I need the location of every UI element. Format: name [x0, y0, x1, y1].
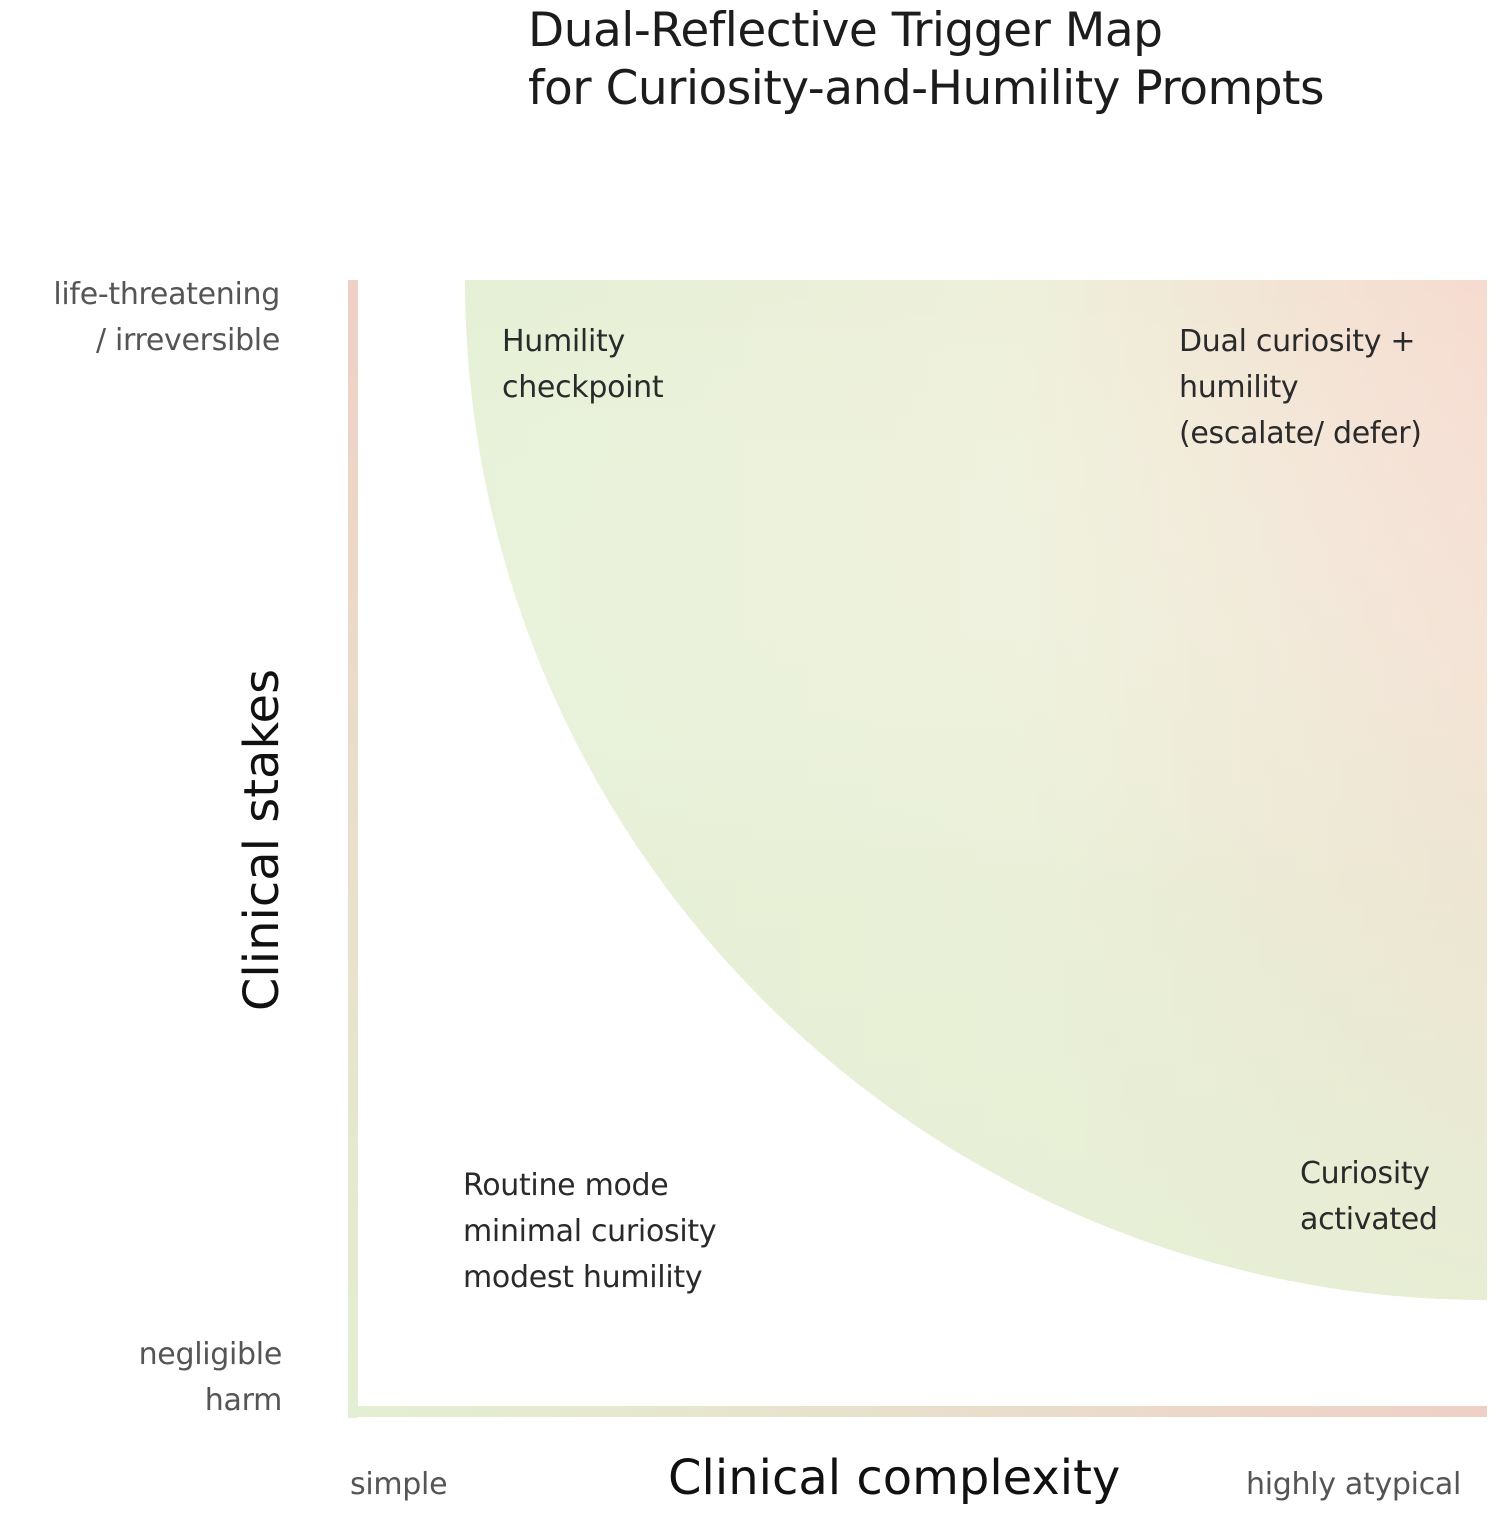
quadrant-text: humility — [1179, 370, 1299, 405]
diagram-title: Dual-Reflective Trigger Map for Curiosit… — [528, 2, 1324, 118]
quadrant-text: Curiosity — [1300, 1156, 1430, 1191]
quadrant-text: Humility — [502, 324, 625, 359]
title-line-1: Dual-Reflective Trigger Map — [528, 3, 1163, 58]
quadrant-top-left: Humility checkpoint — [502, 319, 664, 411]
quadrant-text: activated — [1300, 1202, 1438, 1237]
y-low-line-1: negligible — [138, 1337, 283, 1372]
y-axis-title: Clinical stakes — [234, 668, 290, 1012]
quadrant-text: modest humility — [463, 1260, 703, 1295]
y-high-line-2: / irreversible — [95, 323, 280, 358]
x-axis-low-label: simple — [350, 1467, 448, 1502]
y-high-line-1: life-threatening — [53, 277, 280, 312]
quadrant-text: checkpoint — [502, 370, 664, 405]
x-axis-title: Clinical complexity — [668, 1450, 1121, 1506]
y-axis-line — [348, 280, 358, 1418]
quadrant-bottom-right: Curiosity activated — [1300, 1151, 1438, 1243]
quadrant-top-right: Dual curiosity + humility (escalate/ def… — [1179, 319, 1422, 457]
quadrant-text: minimal curiosity — [463, 1214, 717, 1249]
quadrant-text: Routine mode — [463, 1168, 669, 1203]
y-axis-high-label: life-threatening / irreversible — [0, 272, 280, 364]
title-line-2: for Curiosity-and-Humility Prompts — [528, 61, 1324, 116]
y-low-line-2: harm — [204, 1383, 283, 1418]
trigger-region-shade — [465, 280, 1487, 1300]
x-axis-line — [348, 1406, 1487, 1417]
quadrant-text: (escalate/ defer) — [1179, 416, 1422, 451]
quadrant-text: Dual curiosity + — [1179, 324, 1416, 359]
x-axis-high-label: highly atypical — [1246, 1467, 1462, 1502]
quadrant-bottom-left: Routine mode minimal curiosity modest hu… — [463, 1163, 717, 1301]
y-axis-low-label: negligible harm — [0, 1332, 283, 1424]
